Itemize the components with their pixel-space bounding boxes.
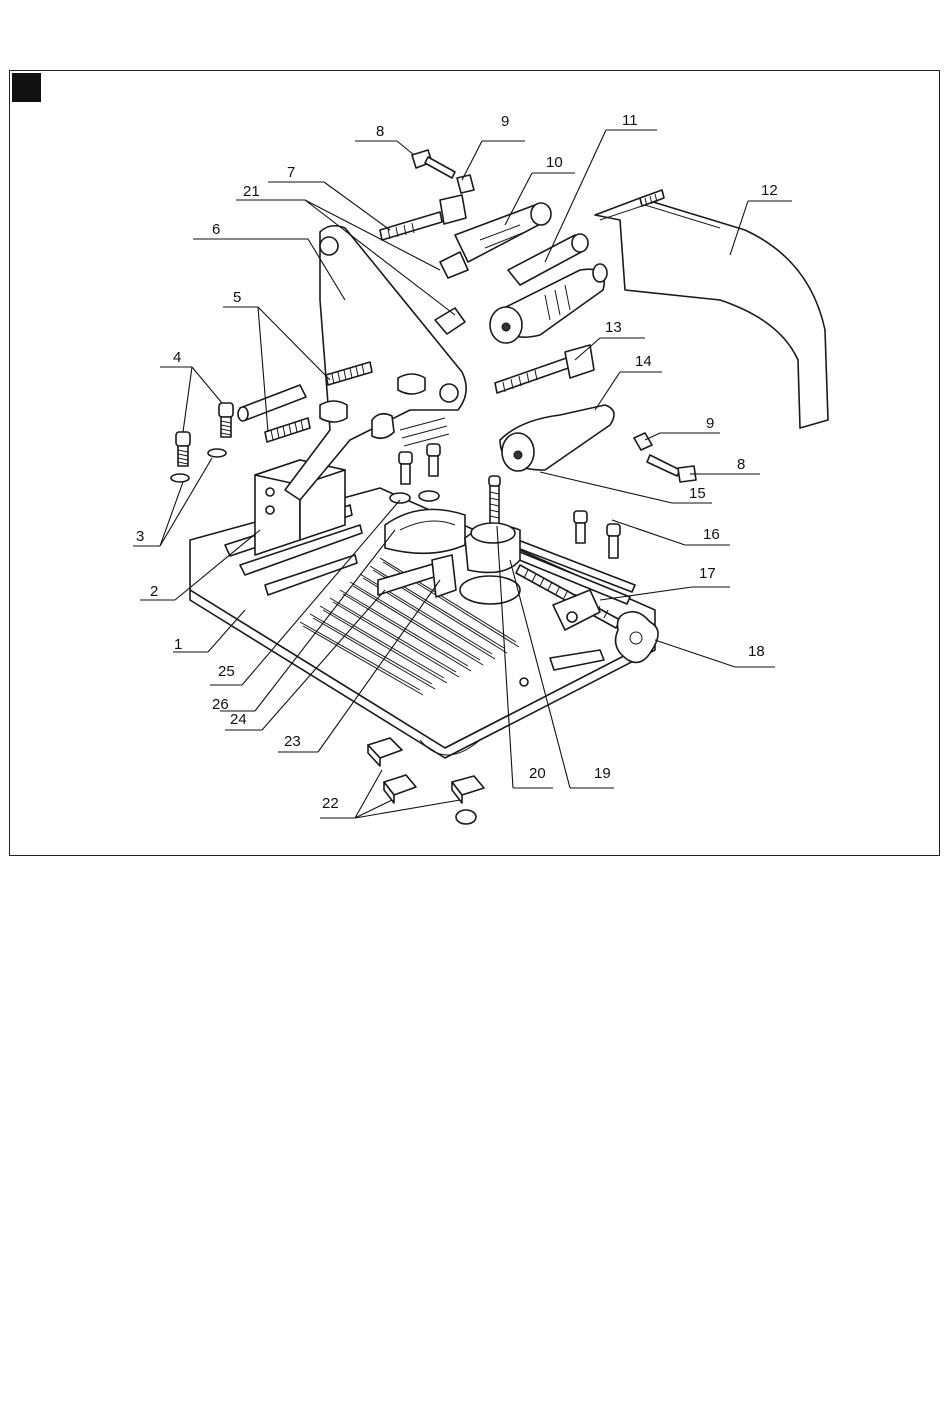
callout-15: 15 bbox=[689, 485, 706, 502]
blade-guard bbox=[595, 190, 828, 428]
swing-arm bbox=[285, 226, 466, 500]
callout-9-right: 9 bbox=[706, 415, 714, 432]
callout-23: 23 bbox=[284, 733, 301, 750]
callout-7: 7 bbox=[287, 164, 295, 181]
callout-20: 20 bbox=[529, 765, 546, 782]
handle-assembly bbox=[435, 203, 614, 471]
callout-8-right: 8 bbox=[737, 456, 745, 473]
callout-22: 22 bbox=[322, 795, 339, 812]
callout-14: 14 bbox=[635, 353, 652, 370]
callout-18: 18 bbox=[748, 643, 765, 660]
callout-4: 4 bbox=[173, 349, 181, 366]
callout-2: 2 bbox=[150, 583, 158, 600]
callout-24: 24 bbox=[230, 711, 247, 728]
callout-10: 10 bbox=[546, 154, 563, 171]
t-nuts bbox=[368, 738, 484, 824]
callout-21: 21 bbox=[243, 183, 260, 200]
callout-25: 25 bbox=[218, 663, 235, 680]
callout-12: 12 bbox=[761, 182, 778, 199]
callout-13: 13 bbox=[605, 319, 622, 336]
callout-17: 17 bbox=[699, 565, 716, 582]
callout-1: 1 bbox=[174, 636, 182, 653]
callout-6: 6 bbox=[212, 221, 220, 238]
callout-19: 19 bbox=[594, 765, 611, 782]
callout-5: 5 bbox=[233, 289, 241, 306]
screws-16 bbox=[574, 511, 620, 558]
callout-16: 16 bbox=[703, 526, 720, 543]
callout-11: 11 bbox=[622, 112, 638, 129]
callout-26: 26 bbox=[212, 696, 229, 713]
callout-3: 3 bbox=[136, 528, 144, 545]
callout-9-top: 9 bbox=[501, 113, 509, 130]
callout-8-top: 8 bbox=[376, 123, 384, 140]
